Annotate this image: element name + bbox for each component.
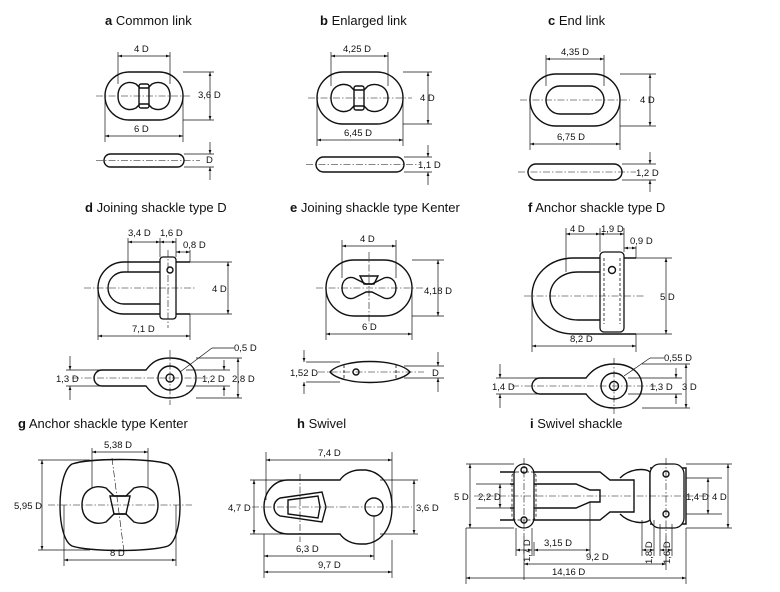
dim-i-b: 2,2 D <box>478 492 501 503</box>
dim-f-e: 1,4 D <box>492 382 515 393</box>
figure-f-caption: f Anchor shackle type D <box>528 200 665 215</box>
dim-i-a: 5 D <box>454 492 469 503</box>
dim-a-height: 3,6 D <box>198 90 221 101</box>
dim-f-width: 8,2 D <box>570 334 593 345</box>
dim-i-f: 3,15 D <box>544 538 572 549</box>
dim-i-h: 1,6 D <box>662 541 673 564</box>
dim-c-length: 4,35 D <box>561 47 589 58</box>
enlarged-link-plan-view <box>308 71 412 125</box>
figure-d-joining-shackle-d: d Joining shackle type D 3,4 D 1,6 D 0,8… <box>56 200 257 405</box>
dim-i-e: 1,7 D <box>522 539 533 562</box>
dim-i-c: 1,4 D <box>686 492 709 503</box>
dim-b-width: 6,45 D <box>344 128 372 139</box>
dim-i-d: 4 D <box>712 492 727 503</box>
dim-i-j: 9,2 D <box>586 552 609 563</box>
dim-e-width: 6 D <box>362 322 377 333</box>
anchor-shackle-d-plan-view <box>524 251 644 335</box>
dim-a-length: 4 D <box>134 44 149 55</box>
dim-f-c: 0,9 D <box>630 236 653 247</box>
dim-d-f: 1,2 D <box>202 374 225 385</box>
dim-f-b: 1,9 D <box>601 224 624 235</box>
dim-d-e: 1,3 D <box>56 374 79 385</box>
dim-d-a: 3,4 D <box>128 228 151 239</box>
joining-shackle-d-side-view <box>72 350 210 405</box>
dim-f-f: 1,3 D <box>650 382 673 393</box>
figure-b-enlarged-link: b Enlarged link 4,25 D 4 D 6,45 D 1,1 D <box>306 13 441 185</box>
dim-b-length: 4,25 D <box>343 44 371 55</box>
figure-g-anchor-shackle-kenter: g Anchor shackle type Kenter 5,38 D 5,95… <box>14 416 192 566</box>
dim-f-a: 4 D <box>570 224 585 235</box>
figure-c-caption: c End link <box>548 13 606 28</box>
dim-f-g: 3 D <box>682 382 697 393</box>
dim-d-c: 0,8 D <box>183 240 206 251</box>
dim-g-a: 5,38 D <box>104 440 132 451</box>
dim-h-a: 7,4 D <box>318 448 341 459</box>
dim-e-b: 1,52 D <box>290 368 318 379</box>
figure-b-caption: b Enlarged link <box>320 13 407 28</box>
dim-h-e: 9,7 D <box>318 560 341 571</box>
end-link-plan-view <box>520 73 630 127</box>
dim-b-thickness: 1,1 D <box>418 160 441 171</box>
figure-a-common-link: a Common link 4 D 3,6 D 6 D D <box>96 13 221 180</box>
figure-i-caption: i Swivel shackle <box>530 416 623 431</box>
dim-i-k: 14,16 D <box>552 567 585 578</box>
dim-e-c: D <box>432 368 439 379</box>
figure-c-end-link: c End link 4,35 D 4 D 6,75 D 1,2 D <box>518 13 659 192</box>
dim-d-d: 0,5 D <box>234 343 257 354</box>
swivel-plan-view <box>252 469 412 545</box>
dim-d-b: 1,6 D <box>160 228 183 239</box>
dim-c-height: 4 D <box>640 95 655 106</box>
dim-f-d: 0,55 D <box>664 353 692 364</box>
dim-c-thickness: 1,2 D <box>636 168 659 179</box>
kenter-shackle-plan-view <box>316 252 424 324</box>
dim-a-width: 6 D <box>134 124 149 135</box>
figure-h-caption: h Swivel <box>297 416 346 431</box>
figure-i-swivel-shackle: i Swivel shackle 5 D 2,2 D 1,4 D <box>454 416 732 584</box>
joining-shackle-d-plan-view <box>84 250 196 328</box>
dim-i-g: 1,8 D <box>644 541 655 564</box>
dim-f-height: 5 D <box>660 292 675 303</box>
dim-b-height: 4 D <box>420 93 435 104</box>
common-link-plan-view <box>96 71 190 121</box>
figure-d-caption: d Joining shackle type D <box>85 200 227 215</box>
dim-g-height: 5,95 D <box>14 501 42 512</box>
kenter-shackle-side-view <box>318 360 424 384</box>
dim-e-a: 4 D <box>360 234 375 245</box>
dim-c-width: 6,75 D <box>557 132 585 143</box>
dim-e-height: 4,18 D <box>424 286 452 297</box>
figure-a-caption: a Common link <box>105 13 192 28</box>
dim-h-c: 3,6 D <box>416 503 439 514</box>
figure-e-caption: e Joining shackle type Kenter <box>290 200 461 215</box>
dim-d-width: 7,1 D <box>132 324 155 335</box>
figure-e-joining-shackle-kenter: e Joining shackle type Kenter 4 D 4,18 D… <box>290 200 461 394</box>
swivel-shackle-plan-view <box>474 458 710 536</box>
dim-a-thickness: D <box>206 155 213 166</box>
figure-h-swivel: h Swivel 7,4 D 4,7 D 3,6 D 6,3 D 9,7 D <box>228 416 439 578</box>
figure-g-caption: g Anchor shackle type Kenter <box>18 416 189 431</box>
dim-g-width: 8 D <box>110 548 125 559</box>
dim-d-height: 4 D <box>212 284 227 295</box>
dim-h-d: 6,3 D <box>296 544 319 555</box>
figure-f-anchor-shackle-d: f Anchor shackle type D 4 D 1,9 D 0,9 D … <box>492 200 697 414</box>
anchor-shackle-d-side-view <box>512 358 656 414</box>
anchor-kenter-plan-view <box>48 457 192 553</box>
dim-h-b: 4,7 D <box>228 503 251 514</box>
dim-d-g: 2,8 D <box>232 374 255 385</box>
